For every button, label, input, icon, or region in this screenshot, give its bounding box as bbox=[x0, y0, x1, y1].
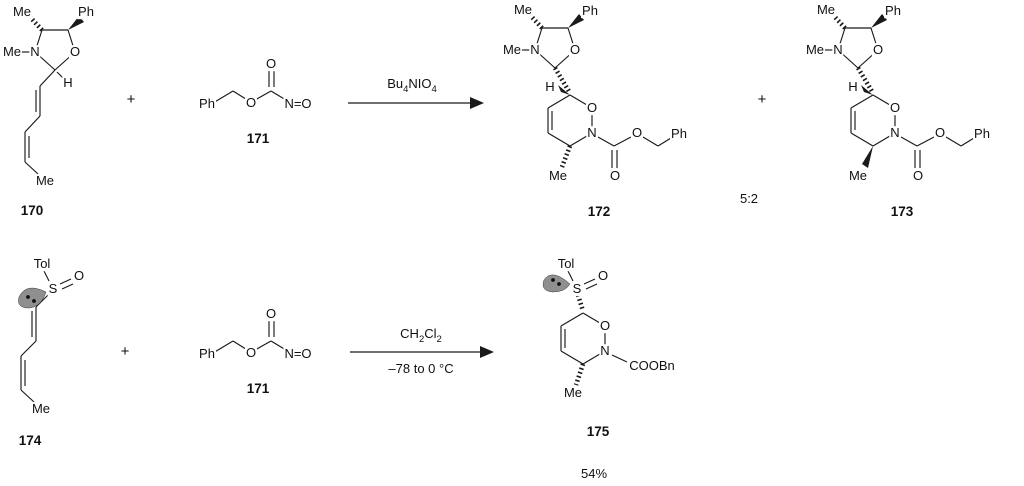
yield-label: 54% bbox=[579, 466, 609, 482]
structure-175-bonds bbox=[542, 270, 628, 386]
c173-methyl-top-label: Me bbox=[815, 2, 837, 18]
lone-pair-lobe bbox=[18, 287, 47, 309]
c172-hydrogen-label: H bbox=[544, 79, 556, 95]
c172-methyl-bottom-label: Me bbox=[547, 168, 569, 184]
c175-sulfur-label: S bbox=[571, 281, 583, 297]
text-part: NIO bbox=[408, 76, 432, 92]
c173-nitrogen-label: N bbox=[832, 42, 844, 58]
compound-number-174: 174 bbox=[17, 432, 43, 449]
c171a-ester-oxygen-label: O bbox=[244, 95, 258, 111]
temperature-label: –78 to 0 °C bbox=[387, 361, 455, 377]
c173-phenyl-end-label: Ph bbox=[973, 126, 991, 142]
compound-number-171b: 171 bbox=[245, 380, 271, 397]
c171a-carbonyl-oxygen-label: O bbox=[264, 56, 278, 72]
c170-nitrogen-label: N bbox=[29, 44, 41, 60]
c175-ring-oxygen-label: O bbox=[598, 318, 612, 334]
plus-sign-3: + bbox=[119, 343, 131, 361]
c172-phenyl-top-label: Ph bbox=[581, 3, 599, 19]
compound-number-175: 175 bbox=[585, 423, 611, 440]
c175-ring-nitrogen-label: N bbox=[599, 343, 611, 359]
text-part: CH bbox=[400, 326, 419, 342]
c172-nitrogen-label: N bbox=[529, 42, 541, 58]
text-part-sub: 4 bbox=[403, 83, 409, 95]
plus-sign-2: + bbox=[756, 91, 768, 109]
c172-methyl-top-label: Me bbox=[512, 2, 534, 18]
c172-ring-nitrogen-label: N bbox=[586, 125, 598, 141]
c172-n-methyl-label: Me bbox=[501, 42, 523, 58]
c171a-phenyl-label: Ph bbox=[198, 96, 216, 112]
c174-methyl-end-label: Me bbox=[30, 401, 52, 417]
c175-tolyl-label: Tol bbox=[556, 256, 576, 272]
c171b-carbonyl-oxygen-label: O bbox=[264, 306, 278, 322]
c174-oxygen-label: O bbox=[72, 268, 86, 284]
c172-ring-oxygen-label: O bbox=[585, 100, 599, 116]
c173-oxygen-label: O bbox=[871, 42, 885, 58]
c174-tolyl-label: Tol bbox=[32, 256, 52, 272]
c170-n-methyl-label: Me bbox=[1, 44, 23, 60]
c170-methyl-top-label: Me bbox=[11, 4, 33, 20]
c172-carbonyl-oxygen-label: O bbox=[608, 168, 622, 184]
c173-ester-oxygen-label: O bbox=[933, 125, 947, 141]
compound-number-171a: 171 bbox=[245, 130, 271, 147]
text-part: Bu bbox=[387, 76, 404, 92]
text-part-sub: 4 bbox=[431, 83, 437, 95]
c171b-nitroso-label: N=O bbox=[283, 346, 313, 362]
lone-pair-lobe bbox=[542, 274, 571, 293]
c175-methyl-label: Me bbox=[562, 385, 584, 401]
ratio-label: 5:2 bbox=[738, 191, 760, 207]
c172-oxygen-label: O bbox=[568, 42, 582, 58]
c175-carbamate-label: COOBn bbox=[628, 358, 676, 374]
c173-phenyl-top-label: Ph bbox=[884, 3, 902, 19]
reaction-arrow-1 bbox=[348, 97, 484, 109]
c173-ring-oxygen-label: O bbox=[888, 100, 902, 116]
c171b-phenyl-label: Ph bbox=[198, 346, 216, 362]
compound-number-170: 170 bbox=[19, 202, 45, 219]
c172-ester-oxygen-label: O bbox=[630, 125, 644, 141]
c170-oxygen-label: O bbox=[68, 44, 82, 60]
text-part: Cl bbox=[424, 326, 437, 342]
c175-oxygen-label: O bbox=[596, 268, 610, 284]
c171b-ester-oxygen-label: O bbox=[244, 345, 258, 361]
c170-phenyl-label: Ph bbox=[77, 4, 95, 20]
c173-n-methyl-label: Me bbox=[804, 42, 826, 58]
c173-carbonyl-oxygen-label: O bbox=[911, 168, 925, 184]
c170-methyl-end-label: Me bbox=[34, 173, 56, 189]
c173-ring-nitrogen-label: N bbox=[889, 125, 901, 141]
structure-174-bonds bbox=[18, 270, 74, 403]
structure-172-bonds bbox=[518, 13, 672, 168]
c173-methyl-bottom-label: Me bbox=[847, 168, 869, 184]
reaction-arrow-2 bbox=[350, 346, 494, 358]
c171a-nitroso-label: N=O bbox=[283, 96, 313, 112]
reagent-bu4nio4-label: Bu4NIO4 bbox=[386, 77, 438, 95]
c174-sulfur-label: S bbox=[47, 281, 59, 297]
text-part-sub: 2 bbox=[436, 333, 442, 345]
text-part-sub: 2 bbox=[418, 333, 425, 345]
plus-sign-1: + bbox=[125, 91, 137, 109]
compound-number-173: 173 bbox=[889, 203, 915, 220]
c172-phenyl-end-label: Ph bbox=[670, 126, 688, 142]
structure-170-bonds bbox=[18, 15, 84, 175]
c170-hydrogen-label: H bbox=[62, 75, 74, 91]
solvent-ch2cl2-label: CH2Cl2 bbox=[399, 327, 443, 345]
compound-number-172: 172 bbox=[586, 203, 612, 220]
c173-hydrogen-label: H bbox=[847, 79, 859, 95]
structure-173-bonds bbox=[821, 13, 975, 168]
